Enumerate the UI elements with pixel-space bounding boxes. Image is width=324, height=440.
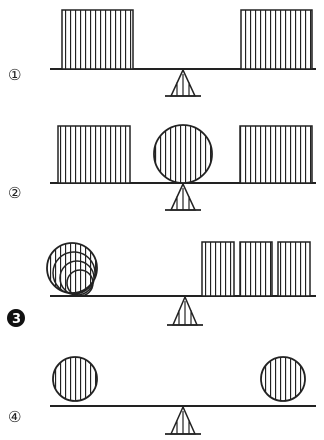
panel-3: 3 bbox=[7, 242, 316, 327]
block-left bbox=[58, 126, 130, 183]
circle-right bbox=[261, 357, 305, 401]
panel-label-badge: 3 bbox=[7, 309, 25, 327]
square-2 bbox=[240, 242, 272, 296]
square-3 bbox=[278, 242, 310, 296]
fulcrum-icon bbox=[167, 297, 203, 325]
circle-left bbox=[53, 357, 97, 401]
panel-2: ② bbox=[8, 125, 316, 210]
block-right bbox=[241, 10, 312, 69]
panel-label: ② bbox=[8, 184, 21, 202]
fulcrum-icon bbox=[165, 407, 201, 434]
panel-4: ④ bbox=[8, 357, 316, 434]
panel-label: ④ bbox=[8, 408, 21, 426]
block-left bbox=[62, 10, 133, 69]
fulcrum-icon bbox=[165, 70, 201, 96]
square-1 bbox=[202, 242, 234, 296]
block-right bbox=[240, 126, 312, 183]
panel-label: ① bbox=[8, 66, 21, 84]
circle-center bbox=[154, 125, 212, 183]
panel-1: ① bbox=[8, 10, 316, 96]
fulcrum-icon bbox=[165, 184, 201, 210]
stacked-circles bbox=[47, 243, 99, 296]
panel-label: 3 bbox=[12, 312, 21, 327]
